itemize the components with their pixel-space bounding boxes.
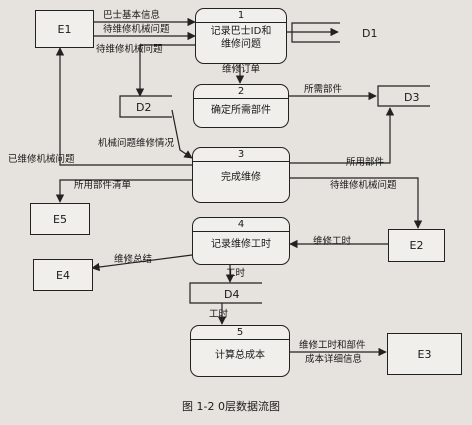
process-5: 5 计算总成本 bbox=[190, 325, 290, 377]
flow-label-d2-p3: 机械问题维修情况 bbox=[98, 138, 175, 149]
store-d4-outline bbox=[189, 282, 262, 304]
flow-p3-e5 bbox=[55, 179, 192, 203]
process-4-number: 4 bbox=[237, 219, 245, 230]
process-4-divider bbox=[193, 231, 289, 232]
process-3: 3 完成维修 bbox=[192, 147, 290, 203]
process-4: 4 记录维修工时 bbox=[192, 217, 290, 265]
flow-label-e1-p1-b: 待维修机械问题 bbox=[103, 24, 170, 35]
flow-p4-e4 bbox=[91, 254, 193, 272]
flow-p1-d2 bbox=[135, 44, 195, 97]
process-4-name: 记录维修工时 bbox=[211, 239, 271, 250]
process-2-divider bbox=[194, 98, 288, 99]
process-5-divider bbox=[191, 339, 289, 340]
process-1: 1 记录巴士ID和 维修问题 bbox=[195, 8, 287, 64]
flow-label-p3-e5: 所用部件清单 bbox=[74, 180, 132, 191]
process-1-name-line2: 维修问题 bbox=[221, 39, 261, 50]
process-3-number: 3 bbox=[237, 149, 245, 160]
store-d4: D4 bbox=[224, 288, 240, 301]
process-2-name: 确定所需部件 bbox=[211, 105, 271, 116]
process-1-name-line1: 记录巴士ID和 bbox=[210, 26, 272, 37]
entity-e5: E5 bbox=[30, 203, 90, 235]
flow-label-p1-p2: 维修订单 bbox=[222, 64, 261, 75]
process-1-number: 1 bbox=[237, 10, 245, 21]
flow-label-p5-e3-b: 成本详细信息 bbox=[305, 354, 363, 365]
process-2: 2 确定所需部件 bbox=[193, 84, 289, 128]
entity-e3: E3 bbox=[387, 333, 462, 375]
store-d3-outline bbox=[377, 85, 430, 107]
flow-label-e2-p4: 维修工时 bbox=[313, 236, 352, 247]
store-d1: D1 bbox=[362, 27, 378, 40]
process-5-number: 5 bbox=[236, 327, 244, 338]
entity-e1: E1 bbox=[35, 10, 94, 48]
flow-p3-e1 bbox=[55, 47, 192, 166]
flow-label-e1-p1-a: 巴士基本信息 bbox=[103, 10, 161, 21]
flow-label-p4-d4: 工时 bbox=[226, 268, 246, 279]
flow-label-d4-p5: 工时 bbox=[209, 309, 229, 320]
flow-label-p5-e3-a: 维修工时和部件 bbox=[299, 340, 366, 351]
flow-label-p4-e4: 维修总结 bbox=[114, 254, 153, 265]
process-1-divider bbox=[196, 22, 286, 23]
flow-label-p3-d3: 所用部件 bbox=[346, 157, 385, 168]
flow-label-p2-d3: 所需部件 bbox=[304, 84, 343, 95]
process-2-number: 2 bbox=[237, 86, 245, 97]
entity-e4: E4 bbox=[33, 259, 93, 291]
entity-e2: E2 bbox=[388, 229, 445, 262]
store-d2: D2 bbox=[136, 101, 152, 114]
process-3-name: 完成维修 bbox=[221, 172, 261, 183]
store-d3: D3 bbox=[404, 91, 420, 104]
flow-label-p3-e2: 待维修机械问题 bbox=[330, 180, 397, 191]
flow-label-p3-e1: 已维修机械问题 bbox=[8, 154, 75, 165]
process-5-name: 计算总成本 bbox=[215, 350, 265, 361]
flow-p3-d3 bbox=[288, 107, 395, 164]
flow-d2-p3 bbox=[171, 109, 193, 159]
process-3-divider bbox=[193, 161, 289, 162]
flow-p3-e2 bbox=[288, 177, 423, 229]
store-d2-outline bbox=[119, 95, 172, 118]
figure-caption: 图 1-2 0层数据流图 bbox=[182, 400, 280, 413]
flow-label-p1-d2: 待维修机械问题 bbox=[96, 44, 163, 55]
